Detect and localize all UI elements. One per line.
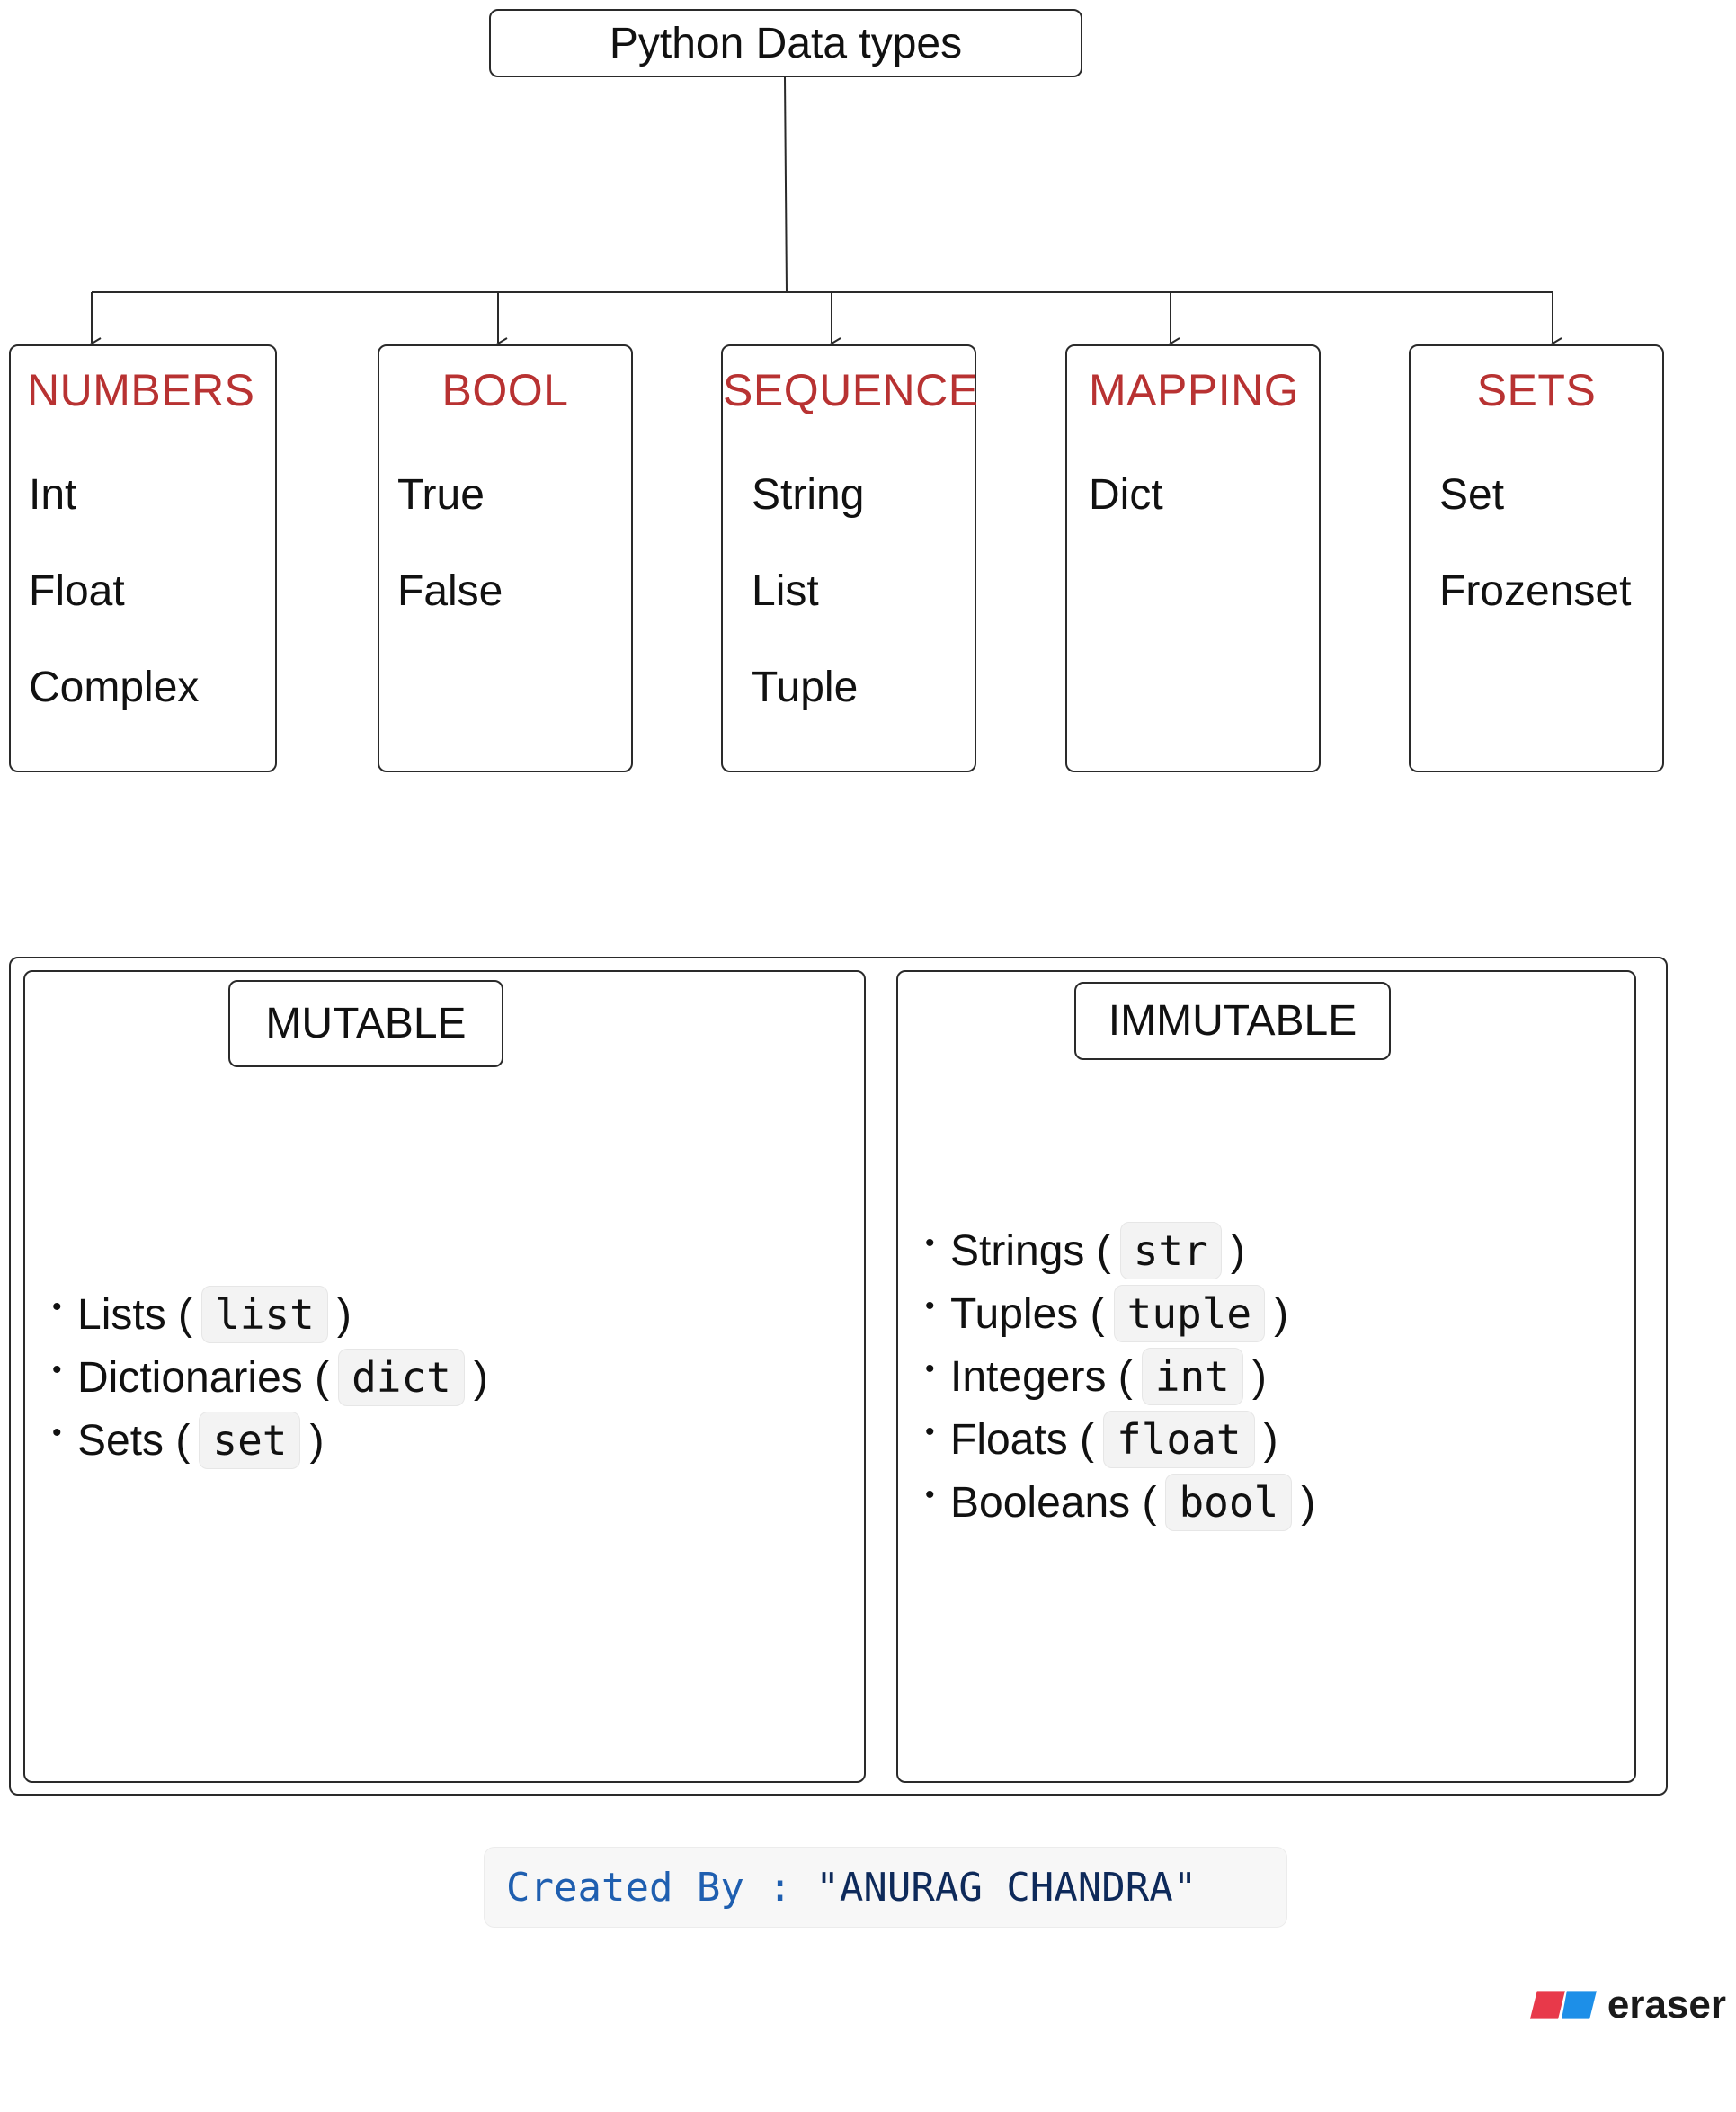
category-item: Frozenset (1439, 567, 1632, 615)
immutable-list: •Strings (str) •Tuples (tuple) •Integers… (923, 1219, 1315, 1534)
bullet-icon: • (52, 1418, 62, 1448)
category-heading: BOOL (441, 365, 569, 415)
category-item: Float (29, 567, 125, 615)
list-item: •Integers (int) (923, 1345, 1315, 1408)
credit-prefix: Created By : (506, 1864, 792, 1911)
category-box-numbers: NUMBERS Int Float Complex (9, 344, 277, 772)
category-box-sequence: SEQUENCE String List Tuple (721, 344, 979, 772)
immutable-label: IMMUTABLE (1074, 982, 1391, 1060)
trunk-line (784, 76, 788, 293)
type-code: float (1103, 1411, 1255, 1468)
type-code: list (201, 1286, 328, 1343)
bullet-icon: • (925, 1354, 935, 1384)
category-item: False (397, 567, 503, 615)
list-item: •Lists (list) (50, 1283, 488, 1346)
bullet-icon: • (925, 1417, 935, 1447)
type-name: Dictionaries (77, 1353, 303, 1402)
mutable-label: MUTABLE (228, 980, 503, 1067)
category-item: Tuple (752, 664, 859, 711)
bullet-icon: • (925, 1228, 935, 1258)
immutable-panel: IMMUTABLE •Strings (str) •Tuples (tuple)… (896, 970, 1636, 1783)
eraser-watermark: eraser (1528, 1978, 1726, 2032)
root-node-title: Python Data types (489, 9, 1082, 77)
type-name: Strings (950, 1226, 1085, 1275)
type-code: bool (1165, 1474, 1293, 1531)
type-name: Integers (950, 1352, 1107, 1401)
category-item: String (752, 471, 865, 519)
category-box-mapping: MAPPING Dict (1065, 344, 1321, 772)
type-code: set (199, 1412, 301, 1469)
category-box-sets: SETS Set Frozenset (1409, 344, 1664, 772)
list-item: •Floats (float) (923, 1408, 1315, 1471)
category-heading: SEQUENCE (723, 365, 979, 415)
category-heading: MAPPING (1089, 365, 1300, 415)
category-item: Int (29, 471, 77, 519)
bullet-icon: • (925, 1480, 935, 1510)
category-item: Set (1439, 471, 1505, 519)
mutable-list: •Lists (list) •Dictionaries (dict) •Sets… (50, 1283, 488, 1472)
type-name: Lists (77, 1290, 166, 1339)
brand-name: eraser (1607, 1983, 1726, 2027)
category-box-bool: BOOL True False (378, 344, 633, 772)
bullet-icon: • (925, 1291, 935, 1321)
eraser-logo-icon (1529, 1991, 1597, 2019)
category-item: List (752, 567, 819, 615)
category-heading: SETS (1476, 365, 1597, 415)
type-name: Tuples (950, 1289, 1079, 1338)
list-item: •Tuples (tuple) (923, 1282, 1315, 1345)
category-item: Dict (1089, 471, 1163, 519)
bullet-icon: • (52, 1292, 62, 1322)
credit-code-block: Created By : "ANURAG CHANDRA" (484, 1847, 1287, 1928)
type-name: Booleans (950, 1478, 1131, 1527)
list-item: •Strings (str) (923, 1219, 1315, 1282)
credit-name: "ANURAG CHANDRA" (815, 1864, 1197, 1911)
list-item: •Sets (set) (50, 1409, 488, 1472)
category-item: Complex (29, 664, 200, 711)
type-code: int (1141, 1348, 1243, 1405)
list-item: •Dictionaries (dict) (50, 1346, 488, 1409)
mutable-panel: MUTABLE •Lists (list) •Dictionaries (dic… (23, 970, 866, 1783)
type-name: Sets (77, 1416, 165, 1465)
type-code: str (1119, 1222, 1222, 1279)
category-item: True (397, 471, 485, 519)
type-name: Floats (950, 1415, 1068, 1464)
category-heading: NUMBERS (27, 365, 255, 415)
list-item: •Booleans (bool) (923, 1471, 1315, 1534)
type-code: dict (338, 1349, 465, 1406)
type-code: tuple (1113, 1285, 1266, 1342)
bullet-icon: • (52, 1355, 62, 1385)
